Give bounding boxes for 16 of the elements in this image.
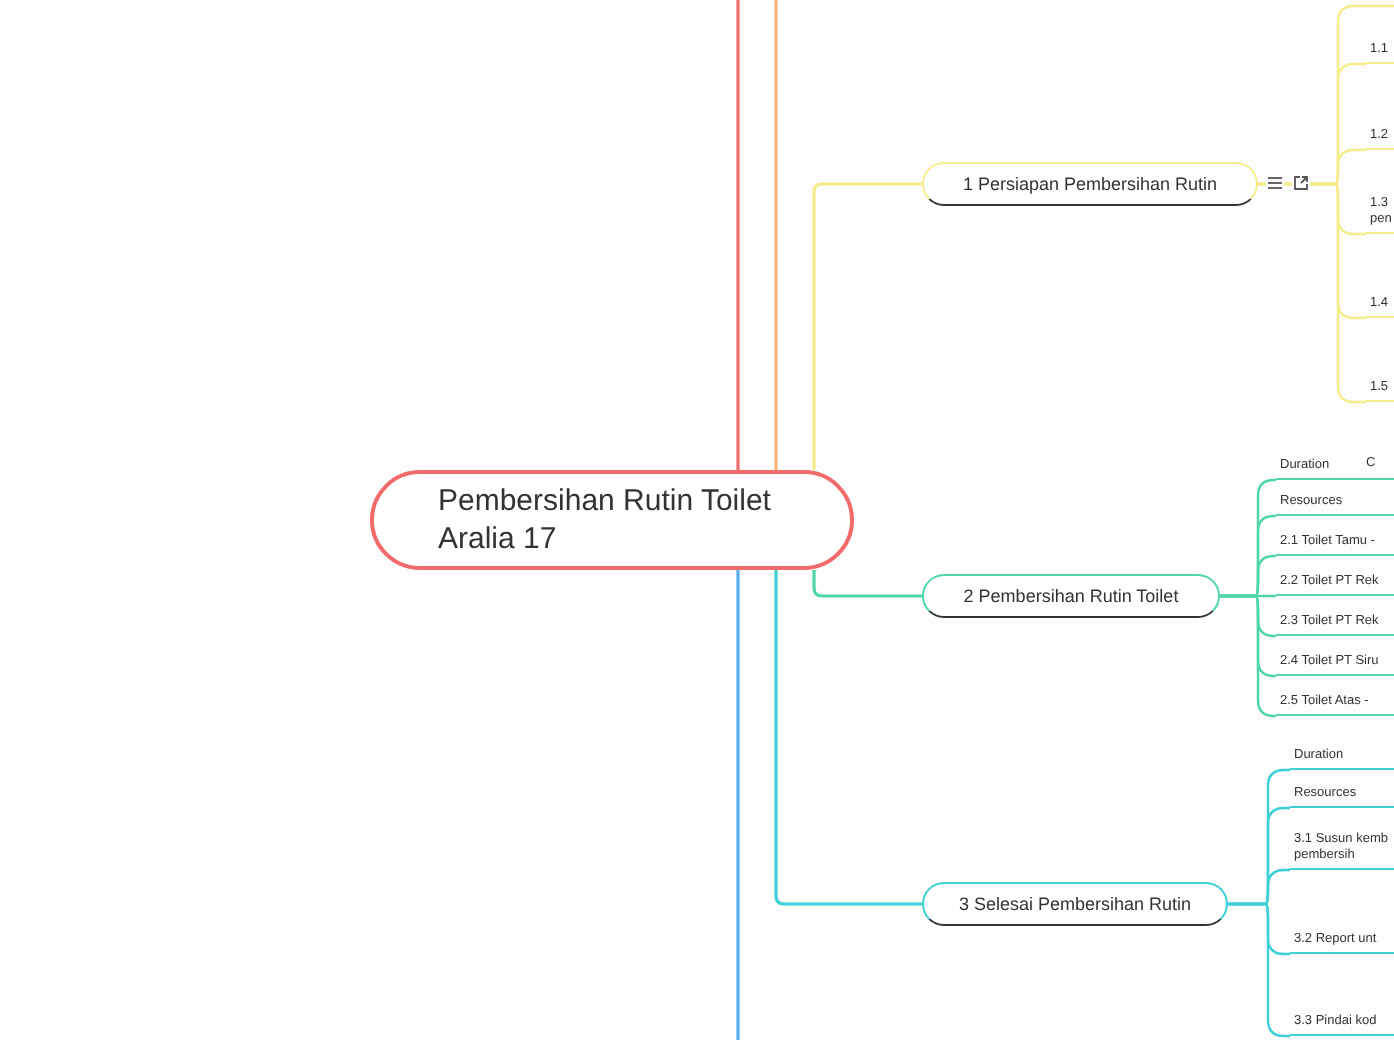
branch-topic-text: 1 Persiapan Pembersihan Rutin [962, 174, 1218, 194]
branch-topic [922, 574, 1220, 618]
connector [1220, 594, 1276, 718]
branch-line [736, 570, 740, 1040]
central-topic [370, 470, 854, 570]
branch-line [774, 0, 778, 470]
connector [1258, 182, 1366, 404]
branch-topic [922, 882, 1228, 926]
branch-topic [922, 162, 1258, 206]
connector [812, 182, 922, 470]
branch-topic-text: 2 Pembersihan Rutin Toilet [963, 586, 1179, 606]
branch-line [736, 0, 740, 470]
central-topic-text: Pembersihan Rutin Toilet Aralia 17 [438, 482, 773, 558]
branch-topic-text: 3 Selesai Pembersihan Rutin [958, 894, 1192, 914]
connector [774, 570, 922, 906]
connector [812, 570, 922, 598]
